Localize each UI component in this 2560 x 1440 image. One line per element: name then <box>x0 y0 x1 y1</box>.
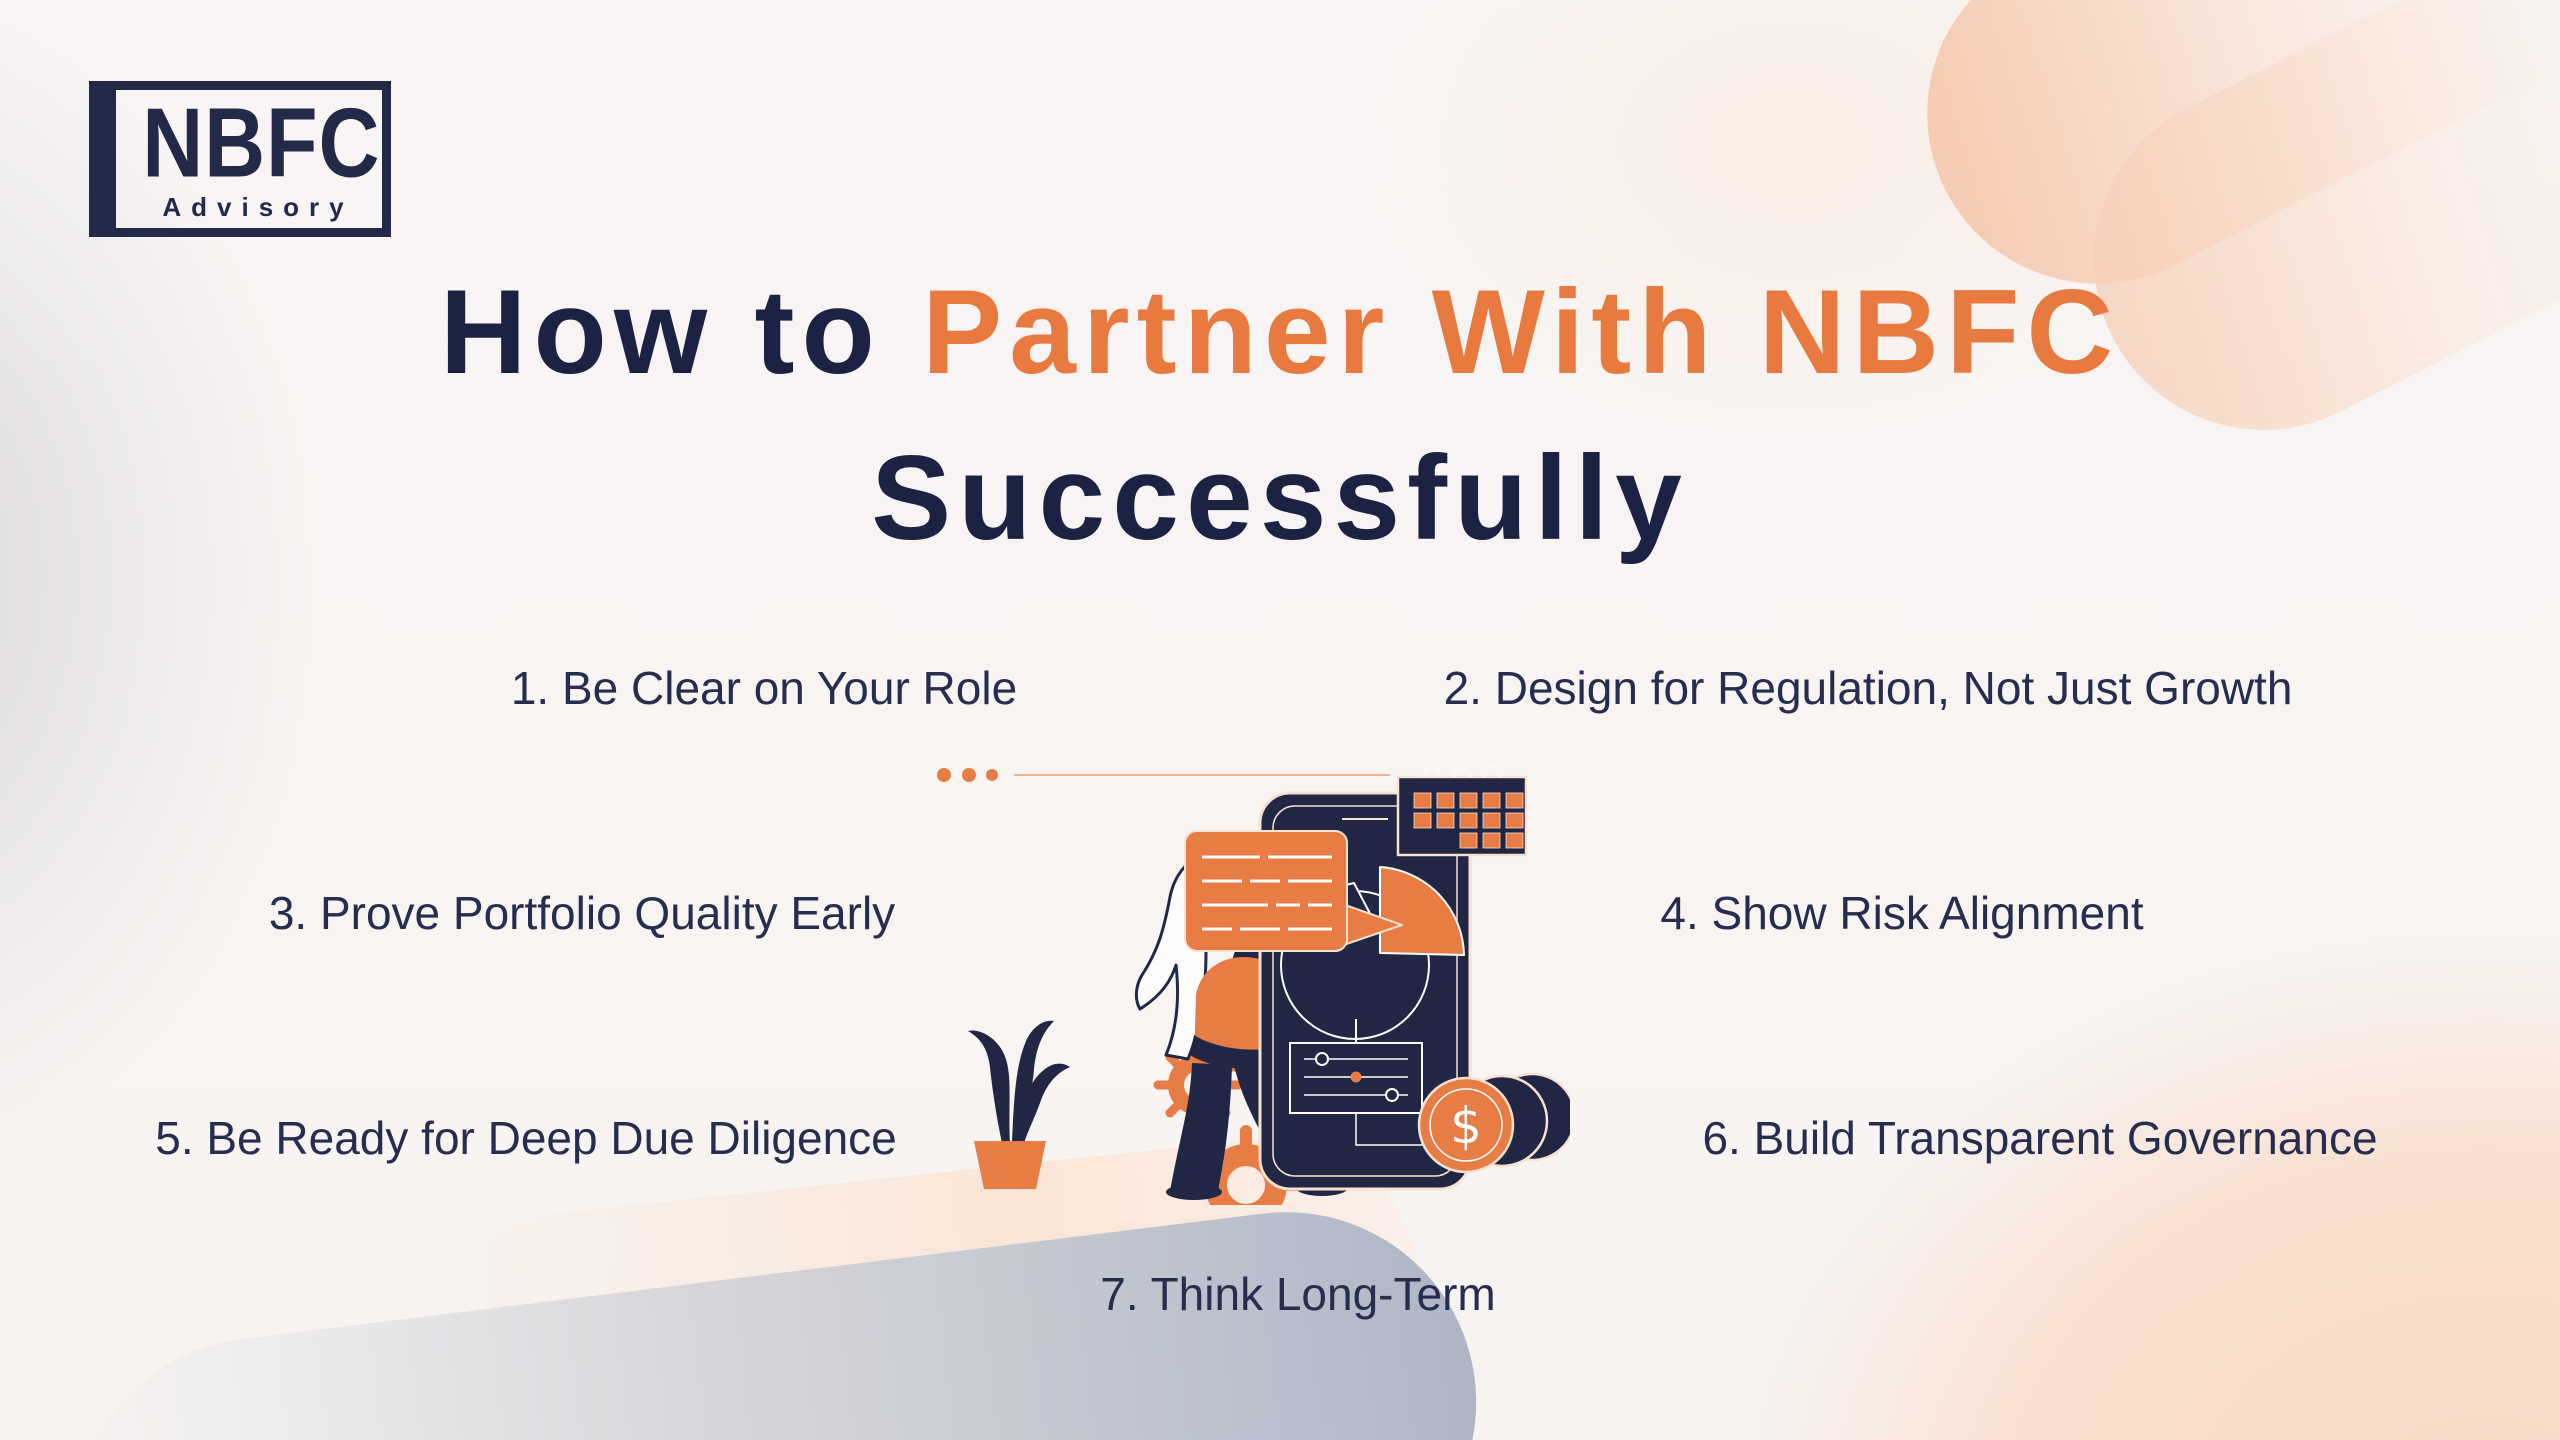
logo-left-bar <box>98 90 116 228</box>
logo-subtitle: Advisory <box>162 192 354 222</box>
point-1: 1. Be Clear on Your Role <box>510 662 1018 714</box>
plant-icon <box>968 1020 1070 1189</box>
point-7: 7. Think Long-Term <box>1100 1268 1496 1320</box>
point-6: 6. Build Transparent Governance <box>1702 1112 2378 1164</box>
page-title-line-1: How to Partner With NBFC <box>0 272 2560 392</box>
center-illustration: $ <box>930 755 1570 1205</box>
logo-text: NBFC Advisory <box>126 88 381 222</box>
logo-wordmark: NBFC <box>142 88 381 199</box>
page-title-line-2: Successfully <box>871 431 1689 565</box>
point-2: 2. Design for Regulation, Not Just Growt… <box>1443 662 2293 714</box>
point-5: 5. Be Ready for Deep Due Diligence <box>155 1112 897 1164</box>
title-prefix: How to <box>439 265 923 399</box>
background-pill-top-right-2 <box>2035 0 2560 489</box>
speech-bubble-icon <box>1184 830 1403 952</box>
point-4: 4. Show Risk Alignment <box>1660 887 2144 939</box>
dollar-sign: $ <box>1450 1097 1482 1155</box>
pants-left-leg <box>1170 1063 1232 1191</box>
ellipsis-dots-icon <box>937 768 998 782</box>
shoe <box>1166 1184 1222 1200</box>
dollar-coins-icon: $ <box>1417 1072 1570 1174</box>
hair <box>1134 844 1264 1061</box>
nbfc-advisory-logo: NBFC Advisory <box>89 81 391 237</box>
calendar-icon <box>1396 765 1528 857</box>
point-3: 3. Prove Portfolio Quality Early <box>268 887 896 939</box>
sliders-icon <box>1289 1019 1435 1146</box>
title-highlight: Partner With NBFC <box>922 265 2121 399</box>
